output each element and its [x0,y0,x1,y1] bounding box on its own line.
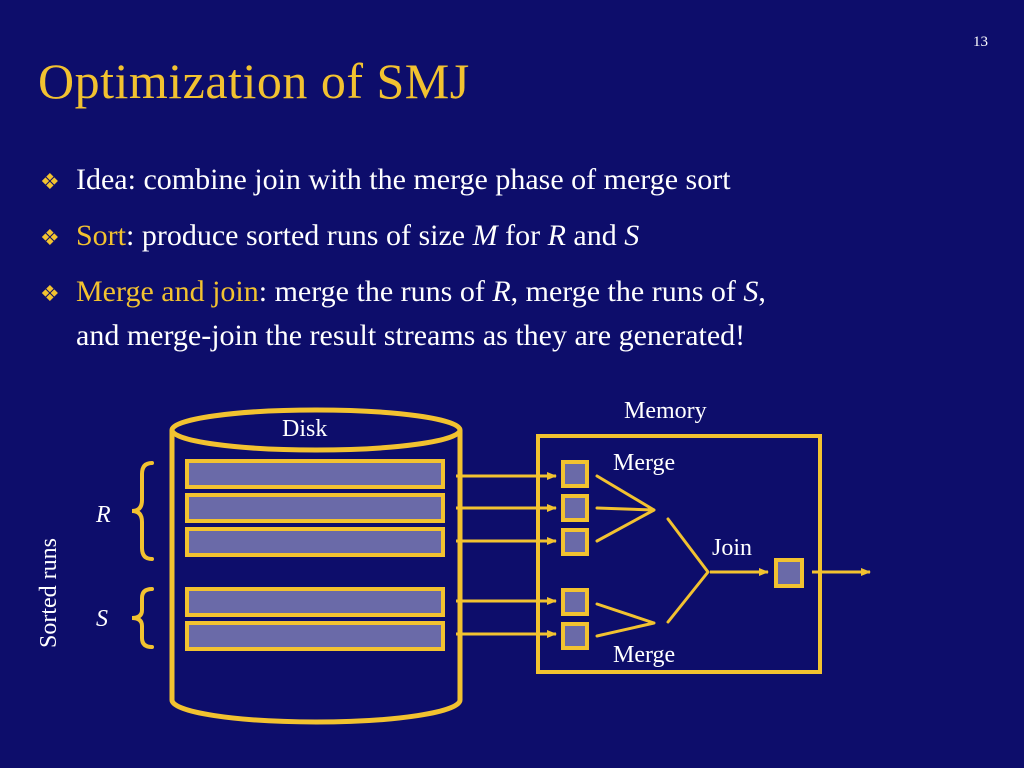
run-r-1 [185,459,445,489]
join-label: Join [712,535,753,561]
bullet-var-r: R [547,219,566,252]
bullet-text: Idea: combine join with the merge phase … [76,163,731,196]
bullet-text-line2: and merge-join the result streams as the… [76,319,746,352]
bullet-item-merge-join: ❖ Merge and join: merge the runs of R, m… [40,270,990,358]
bullet-var-r: R [492,275,511,308]
buffer-s-2 [561,622,589,650]
merge-tree-s [595,602,656,638]
brace-s [131,587,154,649]
bullet-item-idea: ❖ Idea: combine join with the merge phas… [40,158,990,202]
bullet-text: , merge the runs of [510,275,744,308]
brace-r [131,461,154,561]
bullet-var-s: S [743,275,759,308]
bullet-text: : produce sorted runs of size [126,219,473,252]
bullet-text: : merge the runs of [258,275,493,308]
run-s-2 [185,621,445,651]
bullet-var-m: M [472,219,498,252]
buffer-r-1 [561,460,589,488]
slide-number: 13 [973,34,988,50]
run-s-1 [185,587,445,617]
sorted-runs-label: Sorted runs [36,538,62,648]
disk-cylinder [169,407,463,725]
bullet-text: , [758,275,766,308]
merge-tree-r [595,474,656,543]
memory-label: Memory [624,398,707,424]
diamond-bullet-icon: ❖ [40,281,60,306]
diamond-bullet-icon: ❖ [40,225,60,250]
bullet-highlight: Sort [76,219,127,252]
merge-label-top: Merge [613,450,676,476]
diamond-bullet-icon: ❖ [40,169,60,194]
buffer-r-3 [561,528,589,556]
bullet-text: and [565,219,625,252]
bullet-list: ❖ Idea: combine join with the merge phas… [40,158,990,370]
run-r-3 [185,527,445,557]
merge-label-bottom: Merge [613,642,676,668]
buffer-r-2 [561,494,589,522]
buffer-s-1 [561,588,589,616]
group-label-s: S [96,606,108,632]
output-buffer [774,558,804,588]
bullet-var-s: S [624,219,640,252]
bullet-highlight: Merge and join [76,275,259,308]
slide-title: Optimization of SMJ [38,53,470,109]
bullet-text: for [497,219,548,252]
bullet-item-sort: ❖ Sort: produce sorted runs of size M fo… [40,214,990,258]
memory-box [536,434,822,674]
group-label-r: R [96,502,111,528]
run-r-2 [185,493,445,523]
disk-label: Disk [282,416,328,442]
join-lines [666,517,710,624]
